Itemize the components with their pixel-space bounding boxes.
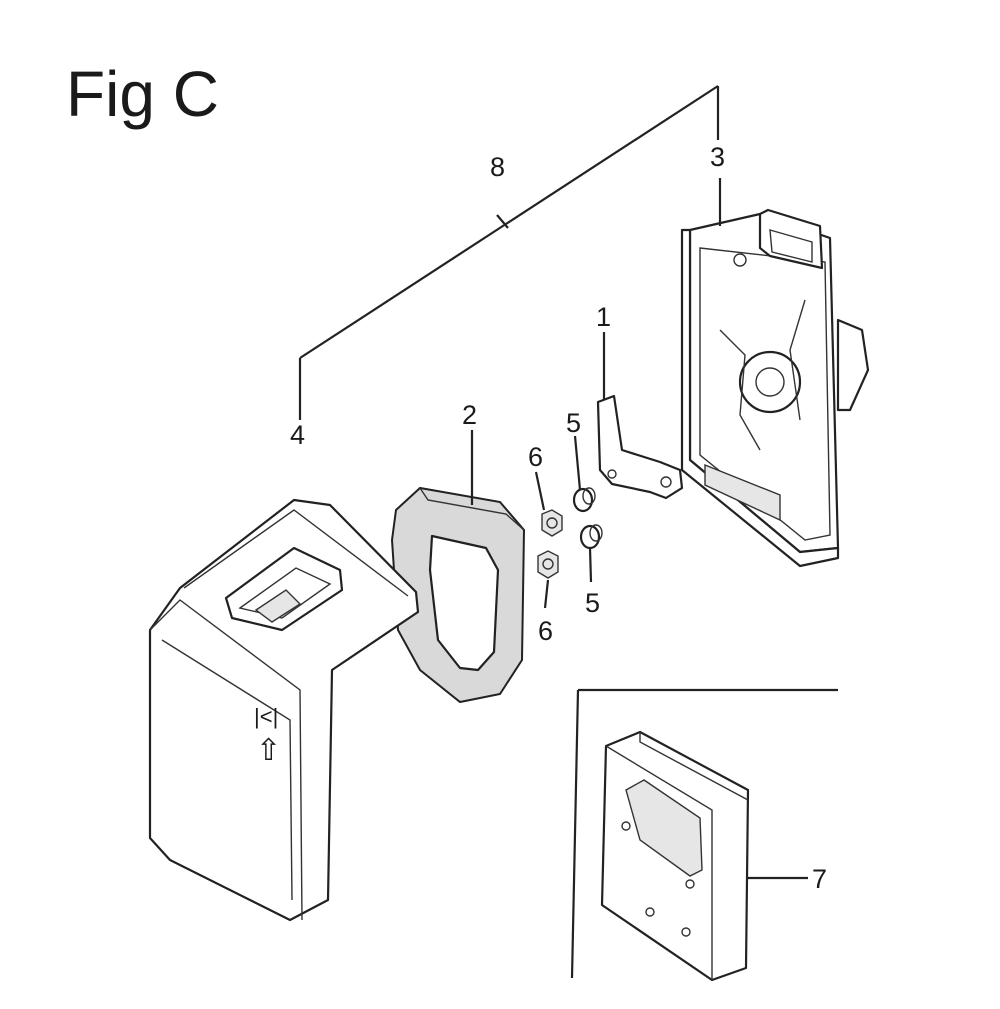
cover-marking-arrow: ⇧ (256, 734, 281, 767)
air-cleaner-cover: |<| ⇧ (148, 498, 420, 922)
collar-upper (572, 487, 596, 513)
callout-3: 3 (710, 142, 725, 172)
leader-8-bracket (298, 85, 720, 420)
callout-5-lower: 5 (585, 588, 600, 618)
foam-element (390, 486, 526, 704)
callout-4: 4 (290, 420, 305, 450)
air-cleaner-base (680, 208, 870, 568)
callout-8: 8 (490, 152, 505, 182)
callout-7: 7 (812, 864, 827, 894)
bracket-part (596, 394, 684, 500)
callout-6-upper: 6 (528, 442, 543, 472)
callout-leaders (470, 178, 808, 880)
callout-2: 2 (462, 400, 477, 430)
callout-1: 1 (596, 302, 611, 332)
inset-frame (570, 688, 838, 979)
cover-marking-symbol: |<| (254, 704, 278, 729)
nut-upper (541, 509, 563, 537)
nut-lower (537, 550, 559, 579)
inset-element (600, 730, 750, 982)
figure-title: Fig C (66, 58, 219, 130)
collar-lower (579, 524, 603, 550)
callout-5-upper: 5 (566, 408, 581, 438)
callout-6-lower: 6 (538, 616, 553, 646)
